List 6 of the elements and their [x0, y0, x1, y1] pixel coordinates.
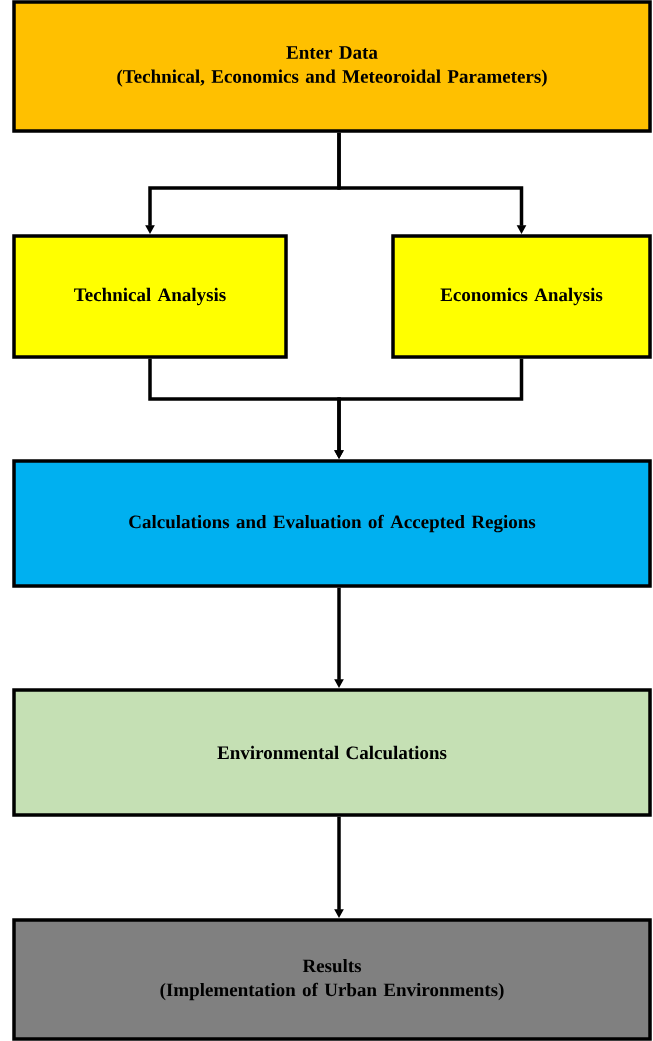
process-box: Calculations and Evaluation of Accepted Regions	[12, 459, 652, 588]
process-box: Environmental Calculations	[12, 688, 652, 817]
process-box: Results (Implementation of Urban Environments)	[12, 918, 652, 1041]
process-box: Economics Analysis	[391, 234, 652, 359]
process-box: Enter Data (Technical, Economics and Meteoroidal Parameters)	[12, 0, 652, 133]
process-box: Technical Analysis	[12, 234, 288, 359]
